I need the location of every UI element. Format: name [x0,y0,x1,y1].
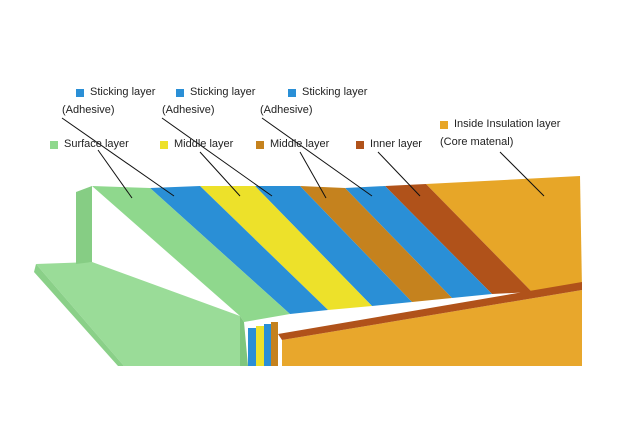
label-core-layer: Inside Insulation layer [440,118,560,131]
label-sticking-layer-2: Sticking layer [176,86,255,99]
sticking-swatch-2 [176,88,184,97]
strip-yellow [256,326,264,366]
surface-layer-top [92,186,290,322]
label-text: Inside Insulation layer [454,118,561,130]
core-layer-top [426,176,582,292]
sticking-swatch-3 [288,88,296,97]
middle-layer-yellow-top [200,186,372,310]
middle-brown-swatch [256,140,264,149]
surface-layer-step-front [34,264,124,366]
label-inner-layer: Inner layer [356,138,422,151]
strip-blue-2 [264,324,271,366]
strip-brown [271,322,278,366]
label-text: Sticking layer [190,86,256,98]
sticking-layer-3-top [345,186,492,298]
inner-swatch [356,140,364,149]
label-text: Surface layer [64,138,129,150]
core-layer-front [282,290,582,366]
sticking-swatch-1 [76,88,84,97]
inner-layer-top [385,184,532,294]
label-adhesive-3: (Adhesive) [260,104,313,116]
label-text: Middle layer [174,138,234,150]
label-adhesive-1: (Adhesive) [62,104,115,116]
label-text: Sticking layer [90,86,156,98]
strip-blue-1 [248,328,256,366]
label-surface-layer: Surface layer [50,138,129,151]
surface-layer-step [36,262,240,366]
inner-layer-step [278,282,582,340]
label-middle-layer-2: Middle layer [256,138,329,151]
core-swatch [440,120,448,129]
label-text: Sticking layer [302,86,368,98]
sticking-layer-2-top [255,186,412,306]
middle-layer-brown-top [300,186,452,302]
label-middle-layer-1: Middle layer [160,138,233,151]
label-text: Middle layer [270,138,330,150]
surface-layer-side [76,186,92,264]
sticking-layer-1-top [150,186,328,314]
label-sticking-layer-3: Sticking layer [288,86,367,99]
label-text: Inner layer [370,138,422,150]
label-core-sub: (Core matenal) [440,136,514,148]
label-adhesive-2: (Adhesive) [162,104,215,116]
surface-layer-front [240,316,248,366]
leader-lines [61,117,545,199]
middle-yellow-swatch [160,140,168,149]
label-sticking-layer-1: Sticking layer [76,86,155,99]
surface-swatch [50,140,58,149]
